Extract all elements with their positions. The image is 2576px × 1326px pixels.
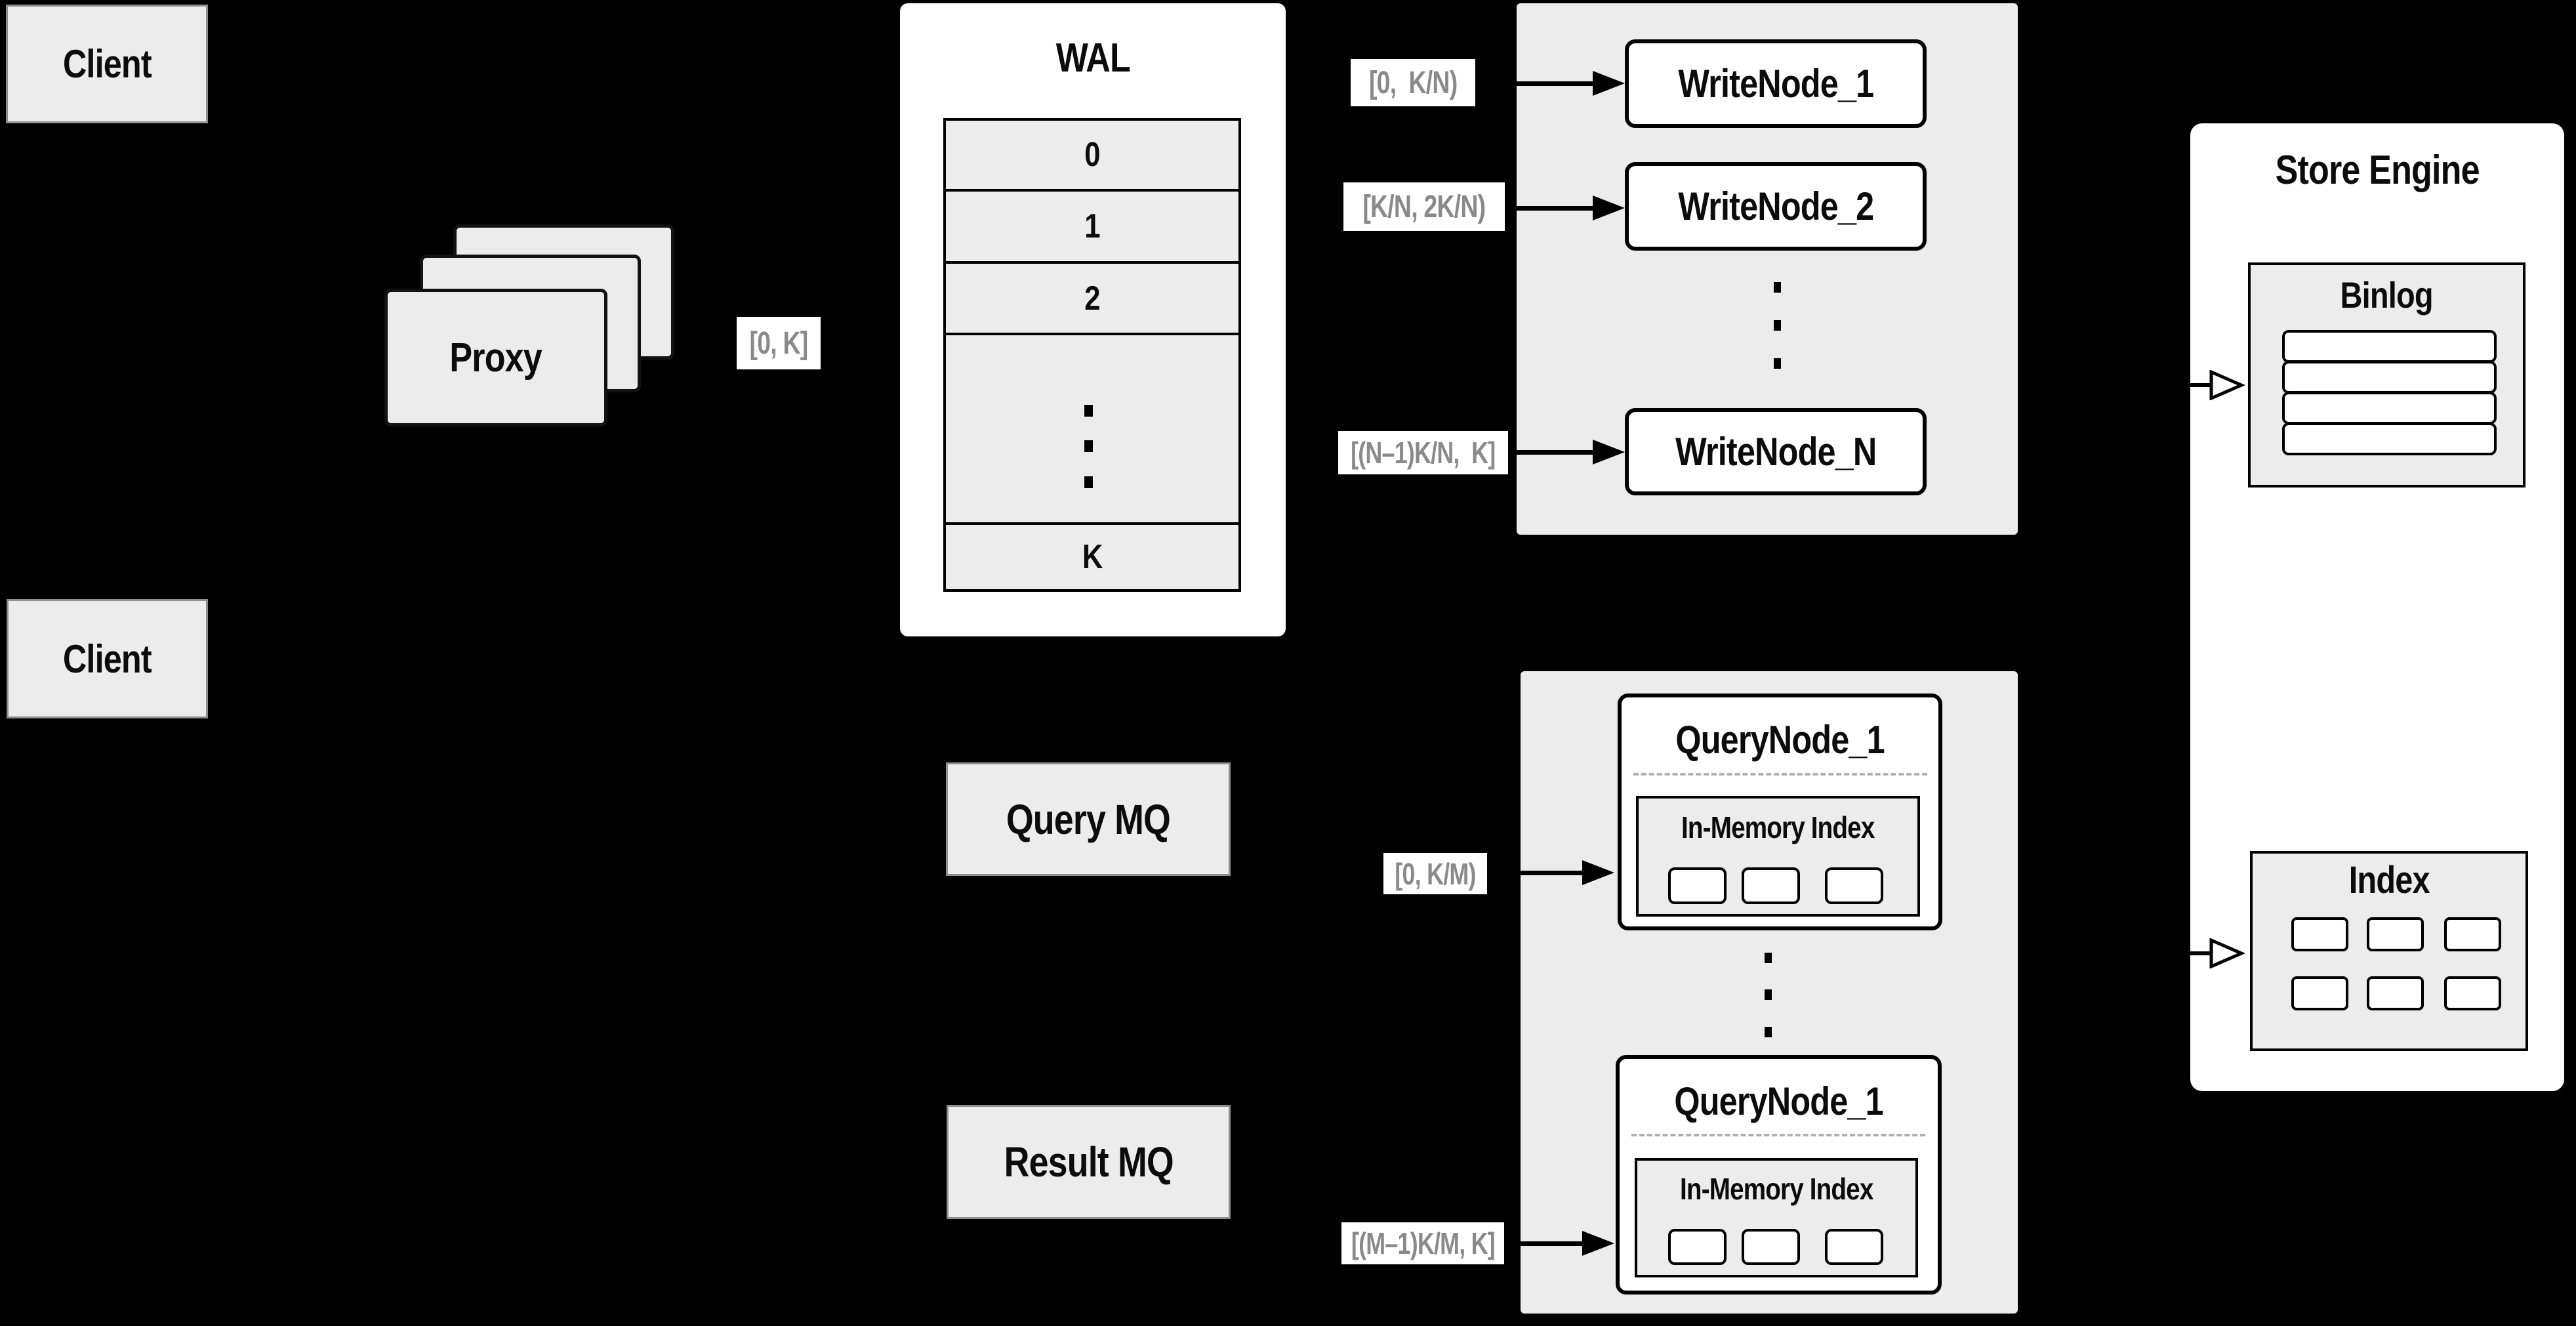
arrow-index-line [2165, 951, 2213, 955]
query-node-bottom-title: QueryNode_1 [1674, 1079, 1883, 1123]
result-mq-label: Result MQ [1004, 1138, 1174, 1186]
arrow-write-n-head [1593, 440, 1625, 465]
store-engine-title-area: Store Engine [2190, 139, 2564, 201]
index-cell [2291, 917, 2348, 951]
client-top-label: Client [62, 42, 152, 86]
arrow-query-bottom-head [1582, 1231, 1614, 1256]
arrow-write-1-head [1593, 71, 1625, 96]
query-nodes-ellipsis-dot [1765, 953, 1772, 963]
proxy-box: Proxy [384, 289, 607, 426]
store-engine-title: Store Engine [2275, 148, 2480, 193]
arrow-write-1-line [1478, 81, 1593, 86]
wal-ellipsis-row [943, 333, 1241, 525]
wal-ellipsis-dot [1084, 405, 1093, 417]
arrow-write-n-line [1508, 450, 1593, 455]
client-box-top: Client [6, 5, 208, 123]
inmemory-segment-cell [1668, 867, 1727, 904]
index-cell [2444, 917, 2501, 951]
write-node-1-label: WriteNode_1 [1678, 62, 1874, 106]
inmemory-segment-cell [1742, 867, 1800, 904]
range-label-write-n: [(N–1)K/N, K] [1338, 431, 1508, 474]
arrow-binlog-head [2209, 370, 2245, 400]
range-label-query-first: [0, K/M) [1383, 853, 1487, 894]
wal-segment-row-1: 1 [943, 189, 1241, 264]
wal-segment-1: 1 [1084, 207, 1100, 245]
binlog-row [2282, 330, 2497, 363]
range-label-write-1: [0, K/N) [1351, 59, 1475, 106]
index-cell [2291, 976, 2348, 1010]
index-title: Index [2348, 858, 2430, 901]
binlog-title-area: Binlog [2248, 268, 2525, 321]
wal-title-area: WAL [900, 25, 1286, 91]
range-label-write-1-text: [0, K/N) [1368, 65, 1458, 100]
wal-segment-2: 2 [1084, 279, 1100, 318]
query-node-top-title: QueryNode_1 [1675, 718, 1885, 762]
write-nodes-ellipsis-dot [1774, 320, 1781, 331]
client-box-bottom: Client [7, 599, 208, 718]
arrow-write-2-line [1505, 206, 1593, 211]
binlog-row [2282, 361, 2497, 394]
index-cell [2444, 976, 2501, 1010]
index-cell [2367, 917, 2424, 951]
range-label-query-first-text: [0, K/M) [1395, 856, 1476, 891]
query-node-bottom-divider [1631, 1134, 1925, 1136]
index-title-area: Index [2250, 856, 2528, 903]
proxy-label: Proxy [449, 335, 542, 381]
write-node-2-label: WriteNode_2 [1678, 184, 1874, 228]
query-node-bottom-inmemory-title-area: In-Memory Index [1635, 1164, 1918, 1214]
wal-segment-row-k: K [943, 522, 1241, 592]
query-mq-box: Query MQ [946, 762, 1231, 876]
wal-title: WAL [1055, 35, 1130, 81]
inmemory-segment-cell [1825, 1229, 1883, 1265]
result-mq-box: Result MQ [947, 1105, 1231, 1219]
write-node-1: WriteNode_1 [1625, 39, 1927, 128]
arrow-query-top-line [1487, 871, 1582, 875]
binlog-title: Binlog [2340, 274, 2434, 316]
query-node-bottom-inmemory-title: In-Memory Index [1679, 1172, 1873, 1206]
query-mq-label: Query MQ [1006, 795, 1171, 843]
query-node-top-inmemory-title: In-Memory Index [1681, 810, 1875, 844]
range-label-proxy-wal: [0, K] [737, 317, 821, 369]
wal-ellipsis-dot [1084, 440, 1093, 452]
query-nodes-ellipsis-dot [1765, 989, 1772, 1000]
query-node-top-divider [1633, 773, 1927, 776]
query-node-top-title-area: QueryNode_1 [1618, 709, 1942, 771]
query-node-top-inmemory-title-area: In-Memory Index [1636, 802, 1920, 853]
arrow-binlog-line [2165, 383, 2213, 387]
arrow-index-head [2209, 938, 2245, 968]
query-nodes-ellipsis-dot [1765, 1027, 1772, 1037]
range-label-write-n-text: [(N–1)K/N, K] [1351, 436, 1496, 470]
write-node-2: WriteNode_2 [1625, 162, 1927, 251]
inmemory-segment-cell [1742, 1229, 1800, 1265]
range-label-proxy-wal-text: [0, K] [749, 325, 809, 361]
wal-segment-row-2: 2 [943, 261, 1241, 335]
wal-ellipsis-dot [1084, 476, 1093, 488]
inmemory-segment-cell [1668, 1229, 1727, 1265]
arrow-query-top-head [1582, 860, 1614, 885]
range-label-write-2: [K/N, 2K/N) [1343, 182, 1505, 231]
wal-segment-row-0: 0 [943, 118, 1241, 192]
range-label-query-last: [(M–1)K/M, K] [1341, 1222, 1504, 1264]
write-nodes-ellipsis-dot [1774, 282, 1781, 293]
range-label-write-2-text: [K/N, 2K/N) [1362, 189, 1486, 224]
query-node-bottom-title-area: QueryNode_1 [1616, 1070, 1942, 1132]
arrow-write-2-head [1593, 196, 1625, 220]
binlog-row [2282, 423, 2497, 455]
write-node-n: WriteNode_N [1625, 408, 1927, 495]
write-nodes-ellipsis-dot [1774, 358, 1781, 369]
index-cell [2367, 976, 2424, 1010]
write-node-n-label: WriteNode_N [1675, 430, 1877, 474]
wal-segment-0: 0 [1084, 136, 1100, 174]
binlog-row [2282, 392, 2497, 425]
wal-segment-k: K [1082, 538, 1103, 576]
range-label-query-last-text: [(M–1)K/M, K] [1351, 1226, 1495, 1260]
inmemory-segment-cell [1825, 867, 1883, 904]
client-bottom-label: Client [63, 636, 152, 681]
arrow-query-bottom-line [1504, 1241, 1582, 1246]
